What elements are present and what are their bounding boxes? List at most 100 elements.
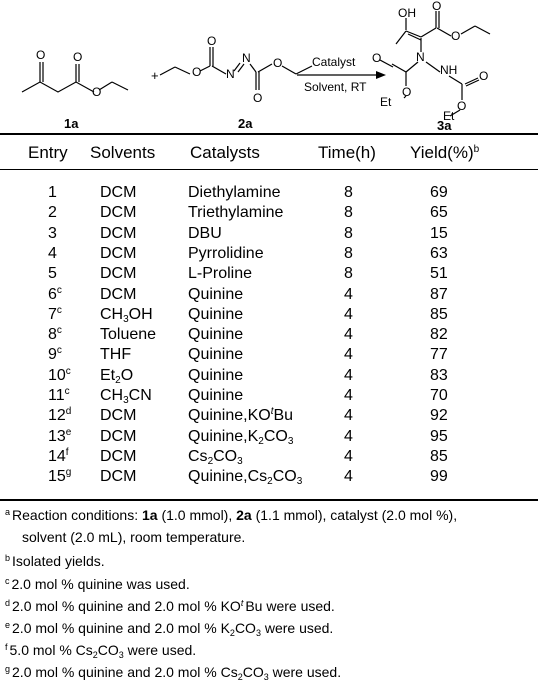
- cell-yield: 82: [430, 326, 448, 343]
- cell-time: 4: [344, 407, 353, 424]
- atom-o: O: [402, 85, 411, 99]
- cell-time: 8: [344, 265, 353, 282]
- cell-time: 4: [344, 428, 353, 445]
- table-top-rule: [0, 133, 538, 135]
- cell-yield: 92: [430, 407, 448, 424]
- atom-o: O: [457, 99, 466, 113]
- table-header-rule: [0, 169, 538, 170]
- cell-catalyst: Quinine: [188, 367, 244, 384]
- cell-entry: 11c: [48, 386, 70, 405]
- atom-n: N: [242, 51, 251, 65]
- cell-yield: 77: [430, 346, 448, 363]
- cell-solvent: DCM: [100, 286, 137, 303]
- cell-catalyst: Quinine: [188, 326, 244, 343]
- header-solvents: Solvents: [90, 143, 156, 162]
- cell-yield: 99: [430, 468, 448, 485]
- cell-catalyst: Diethylamine: [188, 184, 281, 201]
- cell-yield: 85: [430, 448, 448, 465]
- cell-yield: 87: [430, 286, 448, 303]
- cell-time: 4: [344, 448, 353, 465]
- atom-o: O: [479, 69, 488, 83]
- cell-solvent: DCM: [100, 428, 137, 445]
- header-catalysts: Catalysts: [190, 143, 260, 162]
- cell-solvent: DCM: [100, 204, 137, 221]
- cell-catalyst: Quinine: [188, 286, 244, 303]
- compound-label-1a: 1a: [64, 116, 79, 131]
- cell-solvent: DCM: [100, 265, 137, 282]
- cell-catalyst: Quinine: [188, 306, 244, 323]
- cell-time: 4: [344, 387, 353, 404]
- cell-time: 4: [344, 326, 353, 343]
- atom-o: O: [372, 51, 381, 65]
- cell-yield: 85: [430, 306, 448, 323]
- arrow-condition-solvent: Solvent, RT: [304, 80, 367, 94]
- cell-solvent: DCM: [100, 225, 137, 242]
- cell-solvent: THF: [100, 346, 132, 363]
- cell-yield: 63: [430, 245, 448, 262]
- cell-time: 4: [344, 286, 353, 303]
- atom-o: O: [73, 50, 82, 64]
- cell-catalyst: Quinine,KOtBu: [188, 406, 294, 425]
- cell-time: 4: [344, 367, 353, 384]
- cell-time: 8: [344, 225, 353, 242]
- cell-solvent: DCM: [100, 184, 137, 201]
- table-bottom-rule: [0, 499, 538, 501]
- cell-entry: 7c: [48, 305, 62, 324]
- atom-o: O: [253, 91, 262, 105]
- atom-o: O: [36, 48, 45, 62]
- cell-time: 8: [344, 245, 353, 262]
- cell-catalyst: Quinine: [188, 346, 244, 363]
- cell-time: 8: [344, 204, 353, 221]
- atom-o: O: [273, 56, 282, 70]
- cell-solvent: DCM: [100, 245, 137, 262]
- cell-entry: 14f: [48, 447, 69, 466]
- cell-entry: 9c: [48, 345, 62, 364]
- cell-solvent: DCM: [100, 407, 137, 424]
- cell-catalyst: Cs2CO3: [188, 448, 243, 467]
- cell-yield: 70: [430, 387, 448, 404]
- header-time: Time(h): [318, 143, 376, 162]
- cell-solvent: DCM: [100, 468, 137, 485]
- cell-entry: 8c: [48, 325, 62, 344]
- atom-et: Et: [443, 109, 455, 123]
- cell-entry: 1: [48, 184, 57, 201]
- atom-o: O: [207, 34, 216, 48]
- cell-yield: 83: [430, 367, 448, 384]
- compound-label-3a: 3a: [437, 118, 452, 132]
- compound-label-2a: 2a: [238, 116, 253, 131]
- footnote-a-line2: solvent (2.0 mL), room temperature.: [22, 529, 246, 545]
- cell-catalyst: Quinine,K2CO3: [188, 428, 294, 447]
- cell-time: 4: [344, 346, 353, 363]
- cell-yield: 51: [430, 265, 448, 282]
- cell-solvent: Et2O: [100, 367, 134, 386]
- compound-1a-structure: [21, 62, 129, 93]
- atom-oh: OH: [398, 6, 416, 20]
- cell-catalyst: Pyrrolidine: [188, 245, 264, 262]
- header-entry: Entry: [28, 143, 68, 162]
- cell-entry: 4: [48, 245, 57, 262]
- cell-entry: 10c: [48, 366, 71, 385]
- cell-time: 4: [344, 468, 353, 485]
- atom-et: Et: [380, 95, 392, 109]
- atom-o: O: [432, 0, 441, 13]
- reaction-scheme: O O O 1a + O O N N O O 2a Catalyst Solve…: [21, 0, 491, 132]
- cell-solvent: Toluene: [100, 326, 157, 343]
- cell-time: 8: [344, 184, 353, 201]
- cell-yield: 69: [430, 184, 448, 201]
- cell-yield: 65: [430, 204, 448, 221]
- cell-solvent: DCM: [100, 448, 137, 465]
- cell-solvent: CH3CN: [100, 387, 152, 406]
- cell-entry: 2: [48, 204, 57, 221]
- cell-entry: 5: [48, 265, 57, 282]
- atom-n: N: [416, 50, 425, 64]
- atom-o: O: [451, 29, 460, 43]
- cell-catalyst: Triethylamine: [188, 204, 284, 221]
- cell-catalyst: Quinine,Cs2CO3: [188, 468, 303, 487]
- cell-entry: 3: [48, 225, 57, 242]
